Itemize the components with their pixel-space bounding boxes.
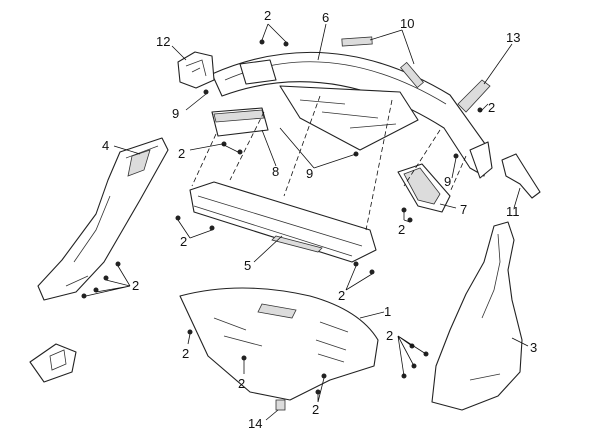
part-7-bracket — [397, 163, 451, 213]
part-11-bracket — [501, 153, 541, 199]
callout-2: 2 — [180, 234, 187, 249]
callout-4: 4 — [102, 138, 109, 153]
callout-9: 9 — [306, 166, 313, 181]
part-12-bracket — [177, 51, 215, 89]
callout-8: 8 — [272, 164, 279, 179]
callout-9: 9 — [172, 106, 179, 121]
part-13-clip — [457, 79, 491, 113]
callout-2: 2 — [178, 146, 185, 161]
callout-7: 7 — [460, 202, 467, 217]
callout-2: 2 — [386, 328, 393, 343]
callout-labels: 2 6 10 12 13 9 2 8 9 4 2 2 5 2 1 2 2 2 1… — [102, 8, 537, 431]
callout-10: 10 — [400, 16, 414, 31]
callout-11: 11 — [506, 204, 520, 219]
callout-2: 2 — [338, 288, 345, 303]
part-5-tray — [189, 181, 377, 263]
leader-lines — [85, 23, 529, 421]
callout-2: 2 — [132, 278, 139, 293]
callout-2: 2 — [398, 222, 405, 237]
callout-1: 1 — [384, 304, 391, 319]
callout-5: 5 — [244, 258, 251, 273]
part-3-right-panel — [431, 221, 523, 411]
callout-13: 13 — [506, 30, 520, 45]
assembly-guide-lines — [191, 95, 467, 231]
callout-6: 6 — [322, 10, 329, 25]
part-8-plate — [211, 59, 277, 137]
part-4-left-panel — [37, 137, 169, 301]
part-1-lower-panel — [179, 287, 379, 401]
callout-2: 2 — [238, 376, 245, 391]
callout-3: 3 — [530, 340, 537, 355]
callout-9: 9 — [444, 174, 451, 189]
part-10-clips — [341, 36, 424, 89]
callout-2: 2 — [488, 100, 495, 115]
callout-14: 14 — [248, 416, 262, 431]
callout-12: 12 — [156, 34, 170, 49]
direction-arrow-icon — [29, 343, 77, 383]
part-14-tab — [275, 399, 286, 411]
callout-2: 2 — [264, 8, 271, 23]
callout-2: 2 — [182, 346, 189, 361]
callout-2: 2 — [312, 402, 319, 417]
